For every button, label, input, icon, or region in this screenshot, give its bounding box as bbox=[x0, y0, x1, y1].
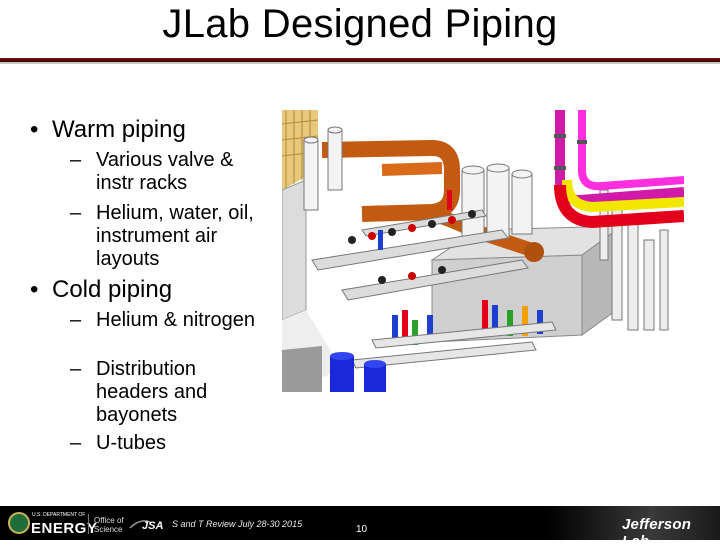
jefferson-lab-logo: Jefferson Lab bbox=[622, 516, 692, 550]
subbullet-distribution: – Distribution headers and bayonets bbox=[70, 358, 270, 428]
subbullet-layouts: – Helium, water, oil, instrument air lay… bbox=[70, 202, 270, 272]
subbullet-text: U-tubes bbox=[96, 432, 167, 454]
footer-bar: U.S. DEPARTMENT OF ENERGY Office of Scie… bbox=[0, 506, 720, 550]
dash-icon: – bbox=[70, 358, 82, 380]
dash-icon: – bbox=[70, 309, 82, 331]
office-line-2: Science bbox=[94, 525, 123, 534]
dash-icon: – bbox=[70, 202, 82, 224]
subbullet-text: Helium & nitrogen bbox=[96, 309, 255, 331]
bullet-text: Cold piping bbox=[52, 276, 173, 303]
doe-small-text: U.S. DEPARTMENT OF bbox=[32, 512, 86, 518]
subbullet-text: Helium, water, oil, instrument air layou… bbox=[96, 202, 254, 270]
subbullet-utubes: – U-tubes bbox=[70, 432, 270, 456]
office-line-1: Office of bbox=[94, 516, 124, 525]
subbullet-helium-nitrogen: – Helium & nitrogen bbox=[70, 309, 270, 355]
dash-icon: – bbox=[70, 149, 82, 171]
footer-divider bbox=[88, 514, 89, 534]
slide-title: JLab Designed Piping bbox=[162, 2, 558, 46]
piping-illustration bbox=[282, 110, 684, 392]
jlab-banner bbox=[548, 506, 720, 540]
jsa-logo-text: JSA bbox=[142, 520, 163, 532]
piping-cad-image bbox=[282, 110, 684, 392]
subbullet-text: Various valve & instr racks bbox=[96, 149, 234, 194]
doe-energy-logo: ENERGY bbox=[31, 520, 98, 537]
title-underline-shadow bbox=[0, 62, 720, 64]
office-of-science-label: Office of Science bbox=[94, 516, 124, 534]
review-caption: S and T Review July 28-30 2015 bbox=[172, 519, 303, 529]
bullet-cold-piping: • Cold piping bbox=[30, 276, 172, 304]
subbullet-text: Distribution headers and bayonets bbox=[96, 358, 208, 426]
bullet-icon: • bbox=[30, 276, 39, 303]
bullet-icon: • bbox=[30, 116, 39, 143]
jsa-logo-icon: JSA bbox=[129, 520, 163, 532]
title-bar: JLab Designed Piping bbox=[0, 0, 720, 58]
page-number: 10 bbox=[356, 524, 368, 535]
dash-icon: – bbox=[70, 432, 82, 454]
bullet-warm-piping: • Warm piping bbox=[30, 116, 186, 144]
subbullet-racks: – Various valve & instr racks bbox=[70, 149, 270, 195]
doe-seal-icon bbox=[8, 512, 30, 534]
title-underline bbox=[0, 58, 720, 62]
bullet-text: Warm piping bbox=[52, 116, 186, 143]
